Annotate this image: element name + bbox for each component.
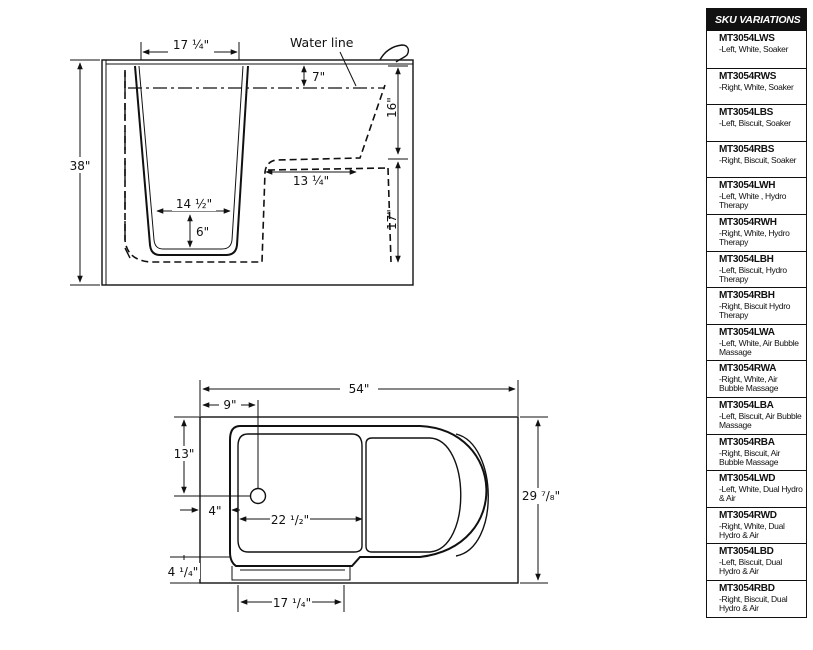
dim-drain-offset-label: 9" [223,398,236,412]
dim-seat-lower-label: 17" [385,209,399,230]
sku-item: MT3054LWH-Left, White , Hydro Therapy [707,177,806,214]
sku-description: -Right, Biscuit Hydro Therapy [719,301,791,321]
drain-icon [249,487,267,505]
sku-code: MT3054RWA [719,363,777,375]
dim-height-total-label: 38" [70,159,91,173]
sku-code: MT3054RBA [719,436,775,448]
sku-description: -Right, Biscuit, Dual Hydro & Air [719,593,788,613]
dim-footwell-length-label: 22 ¹/₂" [271,513,309,527]
sku-item: MT3054RBA-Right, Biscuit, Air Bubble Mas… [707,433,806,471]
dim-drain-wall-label: 4" [208,504,221,518]
sku-description: -Right, White, Hydro Therapy [719,227,790,247]
dim-seat-depth-label: 13 ¼" [293,174,329,188]
water-line-label: Water line [290,35,354,50]
sku-panel-title: SKU VARIATIONS [707,9,806,31]
top-view-outline [199,416,519,584]
sku-item: MT3054LBD-Left, Biscuit, Dual Hydro & Ai… [707,543,806,580]
sku-code: MT3054LBH [719,253,774,265]
sku-description: -Right, Biscuit, Air Bubble Massage [719,447,781,467]
sku-variations-panel: SKU VARIATIONS MT3054LWS-Left, White, So… [706,8,807,618]
sku-description: -Left, White, Air Bubble Massage [719,337,799,357]
side-view-door-outer [134,65,249,256]
sku-item: MT3054RBD-Right, Biscuit, Dual Hydro & A… [707,579,806,617]
sku-code: MT3054RBH [719,290,775,302]
sku-item: MT3054RWA-Right, White, Air Bubble Massa… [707,360,806,397]
side-view: Water line 17 ¼" 38" 7" 16" 17" 13 ¼" 14… [66,35,414,286]
top-view: 54" 9" 13" 4" 22 ¹/₂" 29 ⁷/₈" 4 ¹/₄" [166,380,560,612]
sku-code: MT3054LBS [719,107,773,119]
dim-seat-upper-label: 16" [385,97,399,118]
top-view-door-step [231,566,351,581]
sku-item: MT3054LBA-Left, Biscuit, Air Bubble Mass… [707,396,806,434]
sku-item: MT3054RWH-Right, White, Hydro Therapy [707,213,806,251]
sku-code: MT3054LBD [719,546,774,558]
dim-total-length-label: 54" [349,382,370,396]
sku-item: MT3054RWS-Right, White, Soaker [707,67,806,105]
dim-water-depth-label: 7" [312,70,325,84]
side-view-seat-back [267,167,392,263]
sku-code: MT3054RWD [719,509,777,521]
sku-code: MT3054LWH [719,180,776,192]
side-view-door-inner [138,65,244,250]
sku-item: MT3054LWA-Left, White, Air Bubble Massag… [707,323,806,361]
sku-description: -Right, White, Soaker [719,81,794,92]
sku-item: MT3054RWD-Right, White, Dual Hydro & Air [707,506,806,544]
sku-code: MT3054LBA [719,399,774,411]
sku-code: MT3054RWS [719,70,777,82]
dim-step-height-label: 4 ¹/₄" [168,565,199,579]
top-view-footwell [237,433,363,553]
side-view-outline [101,59,414,286]
dim-drain-top-label: 13" [174,447,195,461]
top-view-backrest [455,433,489,557]
sku-item: MT3054RBH-Right, Biscuit Hydro Therapy [707,287,806,324]
sku-description: -Left, White , Hydro Therapy [719,191,787,211]
sku-item: MT3054RBS-Right, Biscuit, Soaker [707,140,806,178]
sku-code: MT3054LWD [719,473,776,485]
sku-item: MT3054LBS-Left, Biscuit, Soaker [707,104,806,141]
side-view-well-outline [124,70,386,263]
sku-description: -Right, White, Air Bubble Massage [719,374,779,394]
sku-description: -Right, White, Dual Hydro & Air [719,520,785,540]
sku-code: MT3054RBS [719,143,775,155]
sku-code: MT3054RBD [719,582,775,594]
dim-total-width-label: 29 ⁷/₈" [522,489,560,503]
dim-bottom-width-label: 14 ½" [176,197,212,211]
sku-item: MT3054LBH-Left, Biscuit, Hydro Therapy [707,250,806,288]
dim-door-width-label: 17 ¹/₄" [273,596,311,610]
sku-item: MT3054LWD-Left, White, Dual Hydro & Air [707,470,806,507]
sku-item: MT3054LWS-Left, White, Soaker [707,31,806,68]
water-line-leader [339,51,357,87]
dim-top-width-label: 17 ¼" [173,38,209,52]
side-view-headrest [379,44,410,63]
dim-bottom-depth-label: 6" [196,225,209,239]
sku-code: MT3054RWH [719,216,777,228]
sku-code: MT3054LWA [719,326,775,338]
sku-description: -Left, Biscuit, Dual Hydro & Air [719,557,782,577]
sku-description: -Left, Biscuit, Hydro Therapy [719,264,787,284]
sku-description: -Right, Biscuit, Soaker [719,154,797,165]
top-view-basin [229,425,488,567]
sku-description: -Left, Biscuit, Air Bubble Massage [719,410,802,430]
top-view-seat [365,437,462,553]
sku-description: -Left, Biscuit, Soaker [719,118,791,129]
sku-code: MT3054LWS [719,33,775,44]
sku-description: -Left, White, Dual Hydro & Air [719,484,803,504]
sku-description: -Left, White, Soaker [719,44,789,54]
